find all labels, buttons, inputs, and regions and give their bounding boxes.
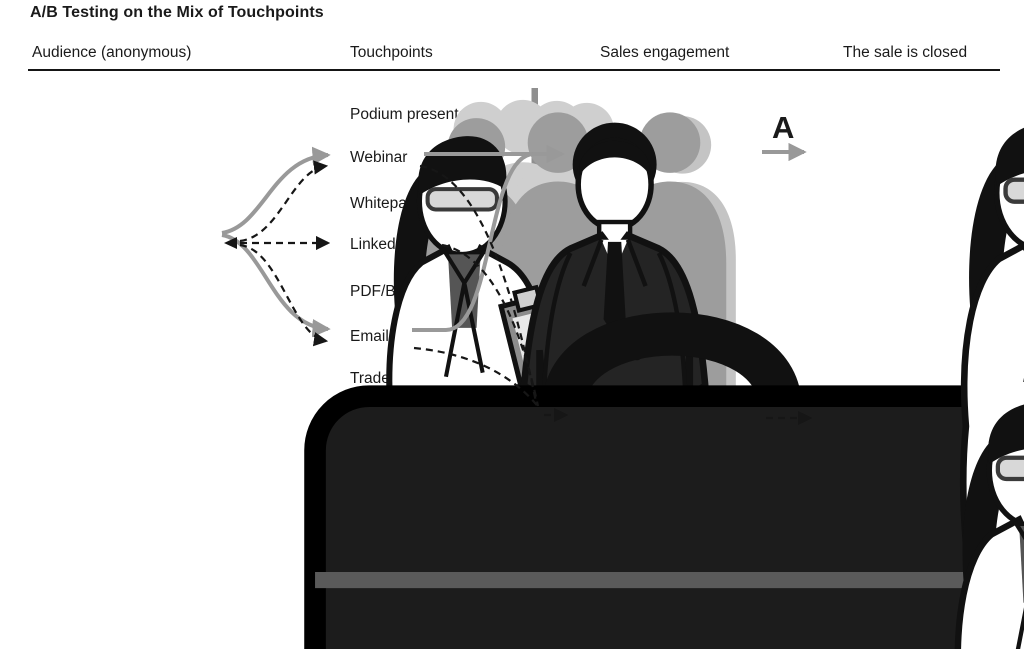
diagram-title: A/B Testing on the Mix of Touchpoints [30,4,324,21]
column-header-audience: Audience (anonymous) [32,44,192,61]
variant-a-label: A [772,110,795,145]
column-header-touchpoints: Touchpoints [350,44,433,61]
flow-arrows-right [412,144,569,423]
flow-dashed-emailblast-merge [413,346,541,410]
column-header-sales-engagement: Sales engagement [600,44,730,61]
flow-dashed-origin-arrowhead [224,237,237,249]
flow-dashed-audience-webinar [239,160,329,243]
flow-solid-emailblast-merge [412,152,535,332]
flow-arrows-left [221,146,331,347]
flow-dashed-linkedin-merge [441,243,540,407]
flow-dashed-audience-emailblast [239,243,329,347]
flow-solid-audience-webinar [221,146,331,235]
touchpoint-webinar: Webinar [350,149,408,166]
audience-crowd [315,100,1024,649]
header-rule [28,69,1000,71]
flow-solid-audience-emailblast [221,233,331,338]
column-header-sale-closed: The sale is closed [843,44,968,61]
